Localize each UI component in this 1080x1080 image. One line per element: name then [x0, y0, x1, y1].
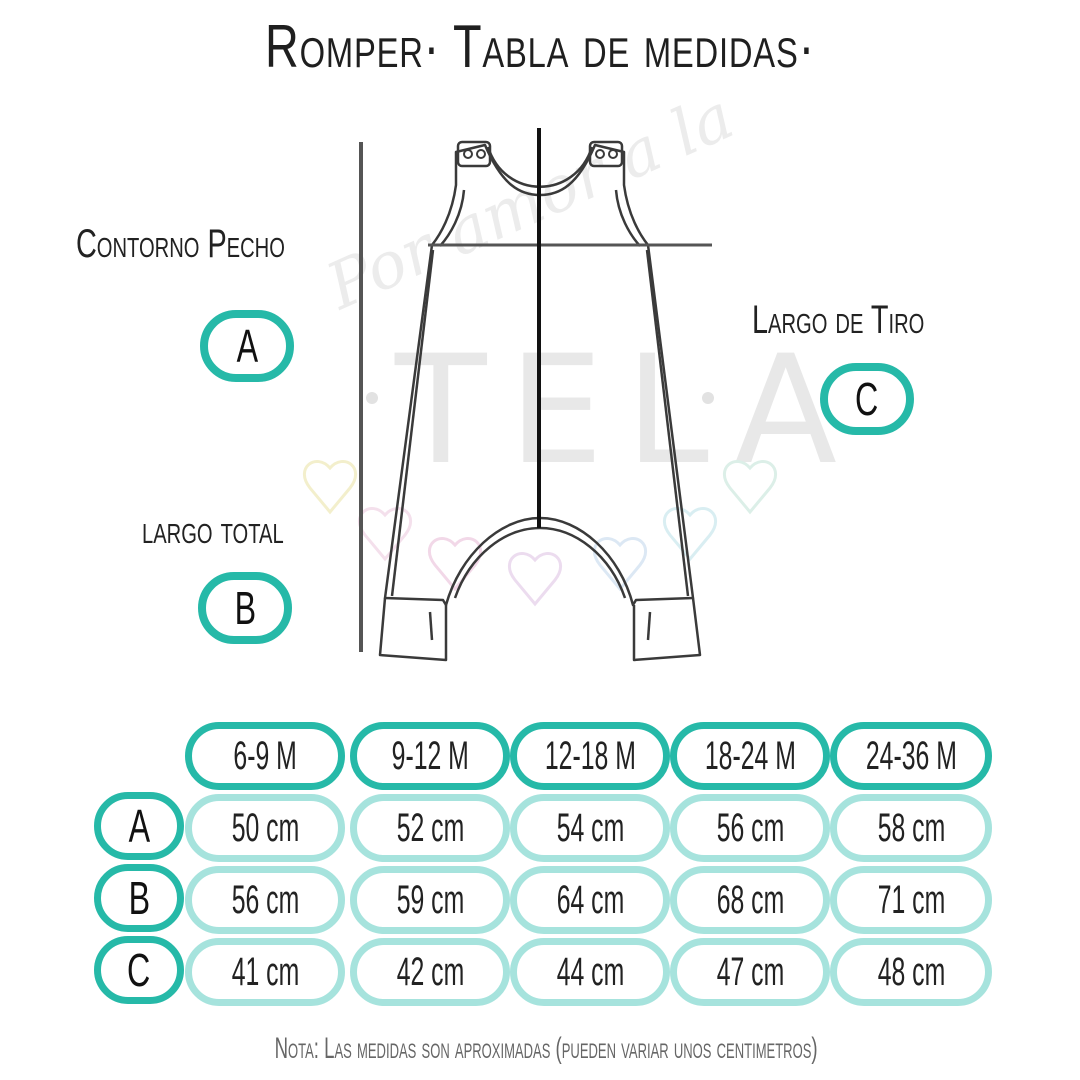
table-cell: 56 cm [670, 794, 830, 862]
chest-label: Contorno Pecho [76, 222, 285, 266]
romper-diagram: Por amor a la TELA [302, 80, 859, 662]
table-cell: 44 cm [510, 938, 670, 1006]
table-cell: 56 cm [185, 866, 345, 934]
table-cell: 54 cm [510, 794, 670, 862]
badge-b: B [198, 572, 292, 644]
watermark-script: Por amor a la [315, 80, 744, 325]
watermark-dot-left [366, 392, 378, 404]
badge-a: A [200, 310, 294, 382]
size-header-24-36: 24-36 M [830, 722, 992, 790]
total-length-label: largo total [142, 508, 284, 552]
table-cell: 58 cm [830, 794, 992, 862]
table-cell: 68 cm [670, 866, 830, 934]
size-header-9-12: 9-12 M [350, 722, 510, 790]
watermark-dot-right [702, 392, 714, 404]
table-cell: 48 cm [830, 938, 992, 1006]
table-cell: 41 cm [185, 938, 345, 1006]
watermark-main: TELA [394, 324, 859, 498]
watermark-hearts [302, 460, 778, 607]
rise-label: Largo de Tiro [752, 298, 925, 342]
row-key-c: C [94, 936, 184, 1004]
page-title: Romper· Tabla de medidas· [265, 13, 815, 80]
size-header-18-24: 18-24 M [670, 722, 830, 790]
table-cell: 47 cm [670, 938, 830, 1006]
table-cell: 50 cm [185, 794, 345, 862]
size-header-6-9: 6-9 M [185, 722, 345, 790]
size-header-12-18: 12-18 M [510, 722, 670, 790]
footnote: Nota: Las medidas son aproximadas (puede… [274, 1032, 818, 1065]
table-cell: 42 cm [350, 938, 510, 1006]
row-key-b: B [94, 864, 184, 932]
strap-buttons [463, 149, 618, 159]
table-cell: 71 cm [830, 866, 992, 934]
badge-c: C [820, 363, 914, 435]
row-key-a: A [94, 792, 184, 860]
table-cell: 64 cm [510, 866, 670, 934]
table-cell: 52 cm [350, 794, 510, 862]
table-cell: 59 cm [350, 866, 510, 934]
